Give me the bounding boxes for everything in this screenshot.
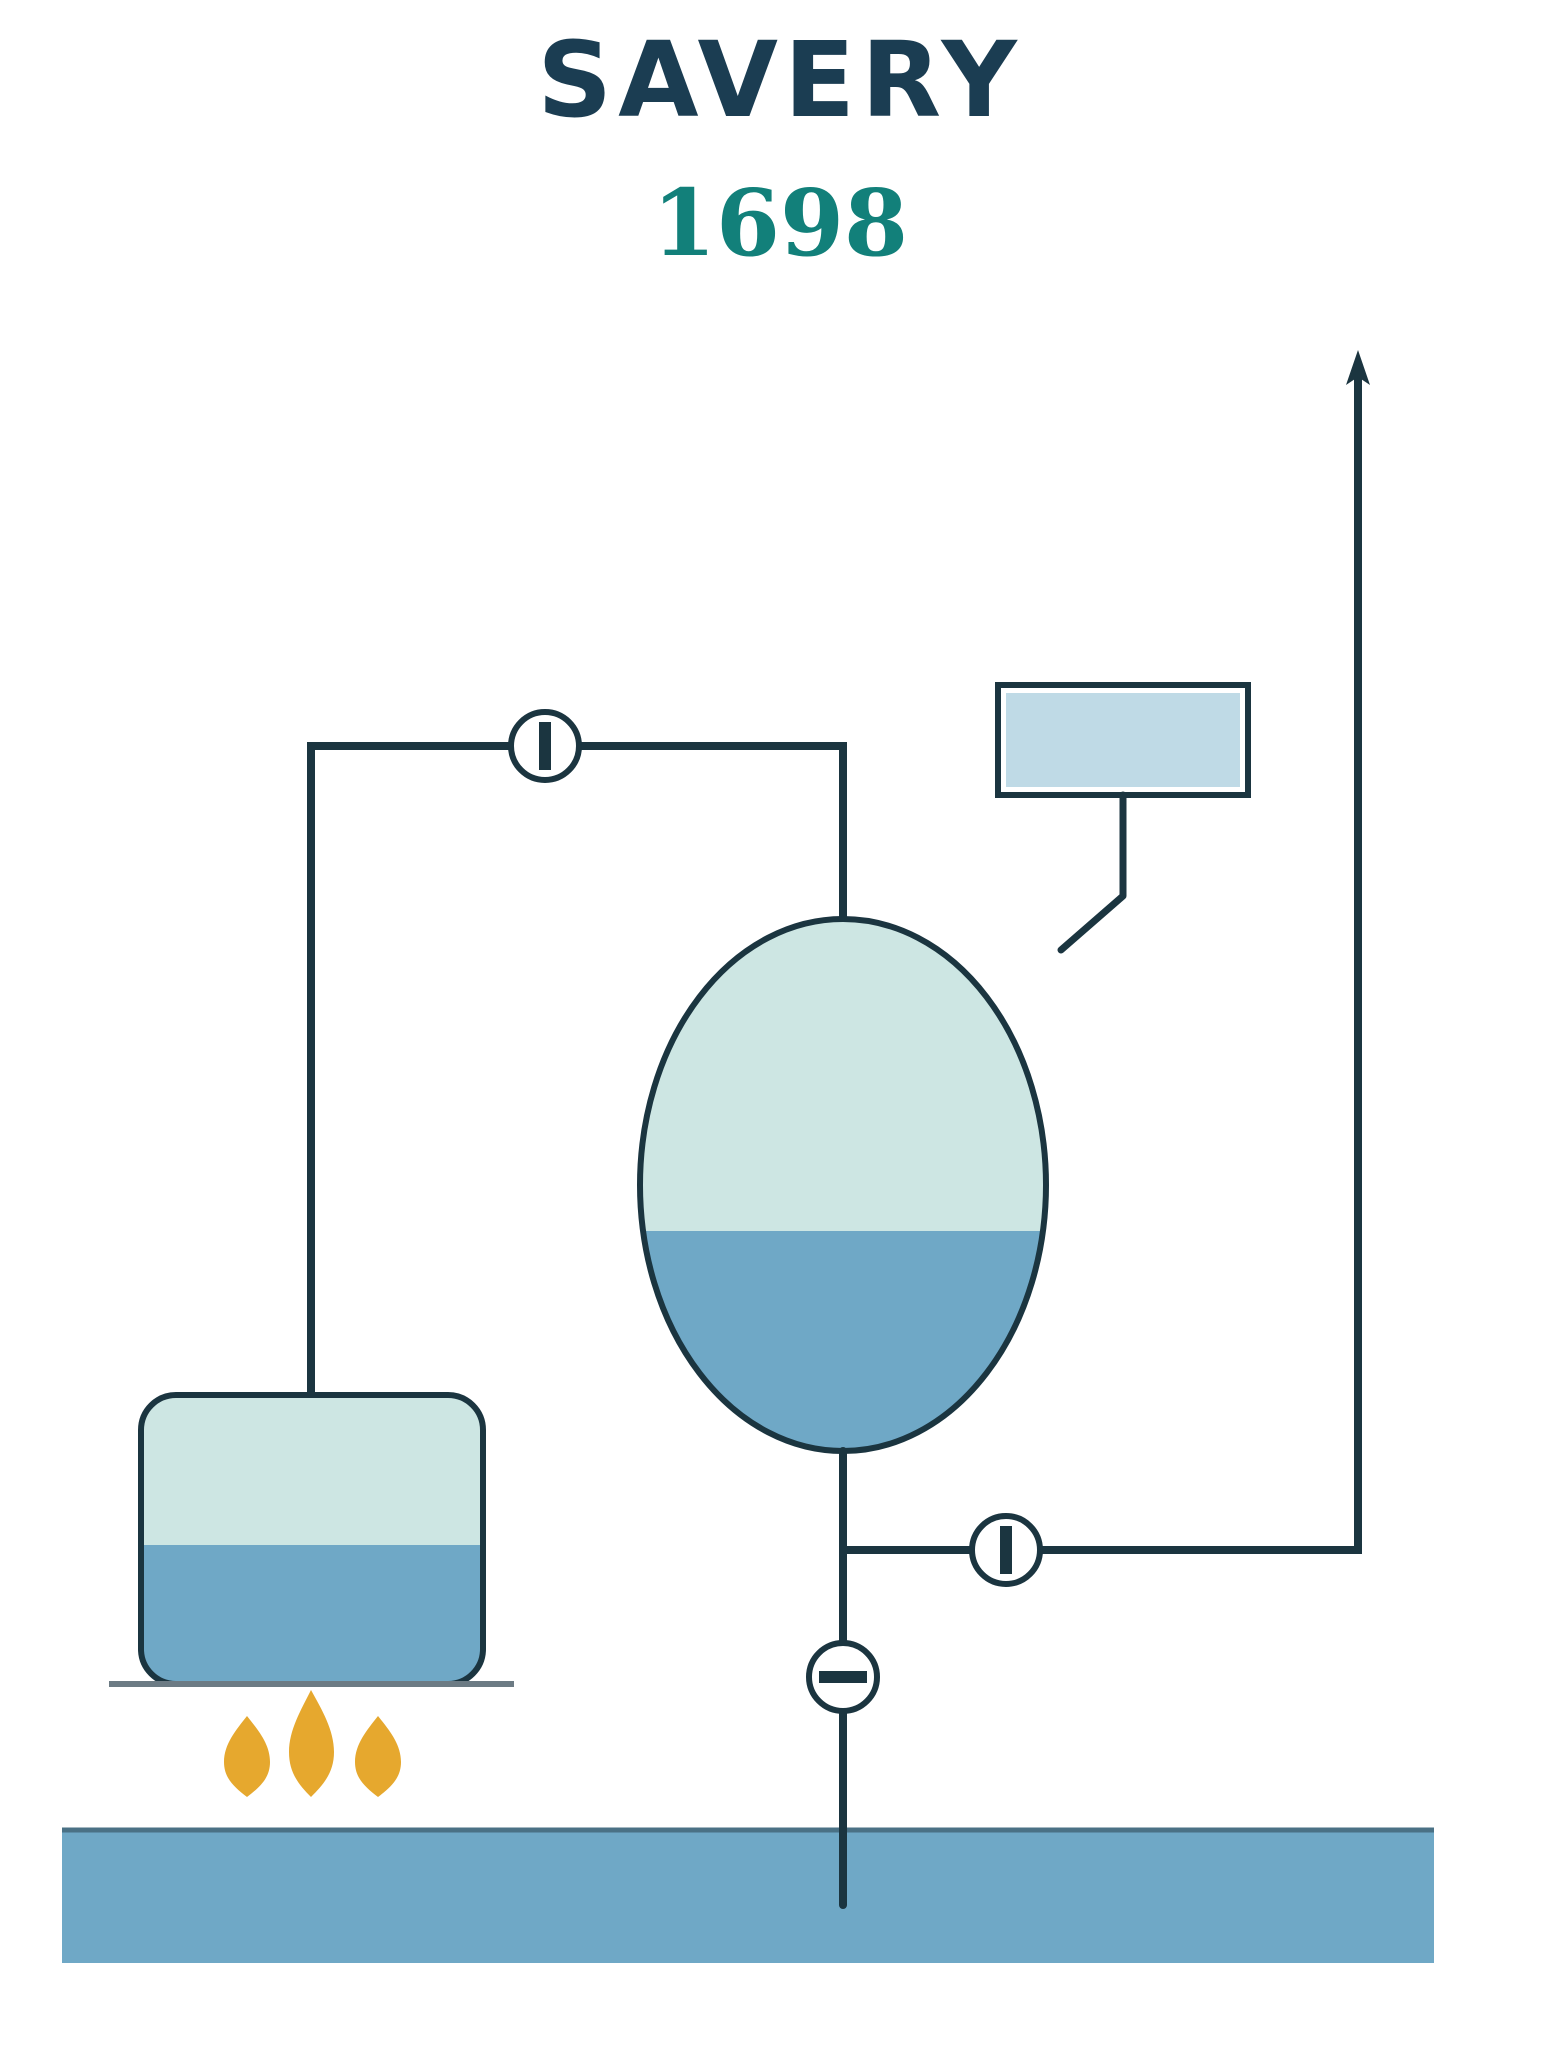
pressure-vessel <box>637 916 1049 1454</box>
flame-icon <box>224 1716 270 1797</box>
valve-open-icon <box>1000 1526 1012 1574</box>
flame-icon <box>289 1690 334 1797</box>
valve-closed-icon <box>819 1671 867 1683</box>
boiler-tank <box>138 1392 486 1687</box>
cold-water-cistern <box>995 682 1251 954</box>
flame-icon <box>355 1716 401 1797</box>
intake-valve[interactable] <box>806 1640 880 1714</box>
page-title: SAVERY <box>537 19 1023 141</box>
water-reservoir <box>62 1827 1434 1963</box>
outlet-valve[interactable] <box>969 1513 1043 1587</box>
steam-valve[interactable] <box>508 709 582 783</box>
arrow-up-icon <box>1346 350 1370 385</box>
cistern-spray-pipe <box>1057 791 1127 954</box>
fire <box>224 1690 401 1797</box>
page-year: 1698 <box>651 169 909 277</box>
valve-open-icon <box>539 722 551 770</box>
